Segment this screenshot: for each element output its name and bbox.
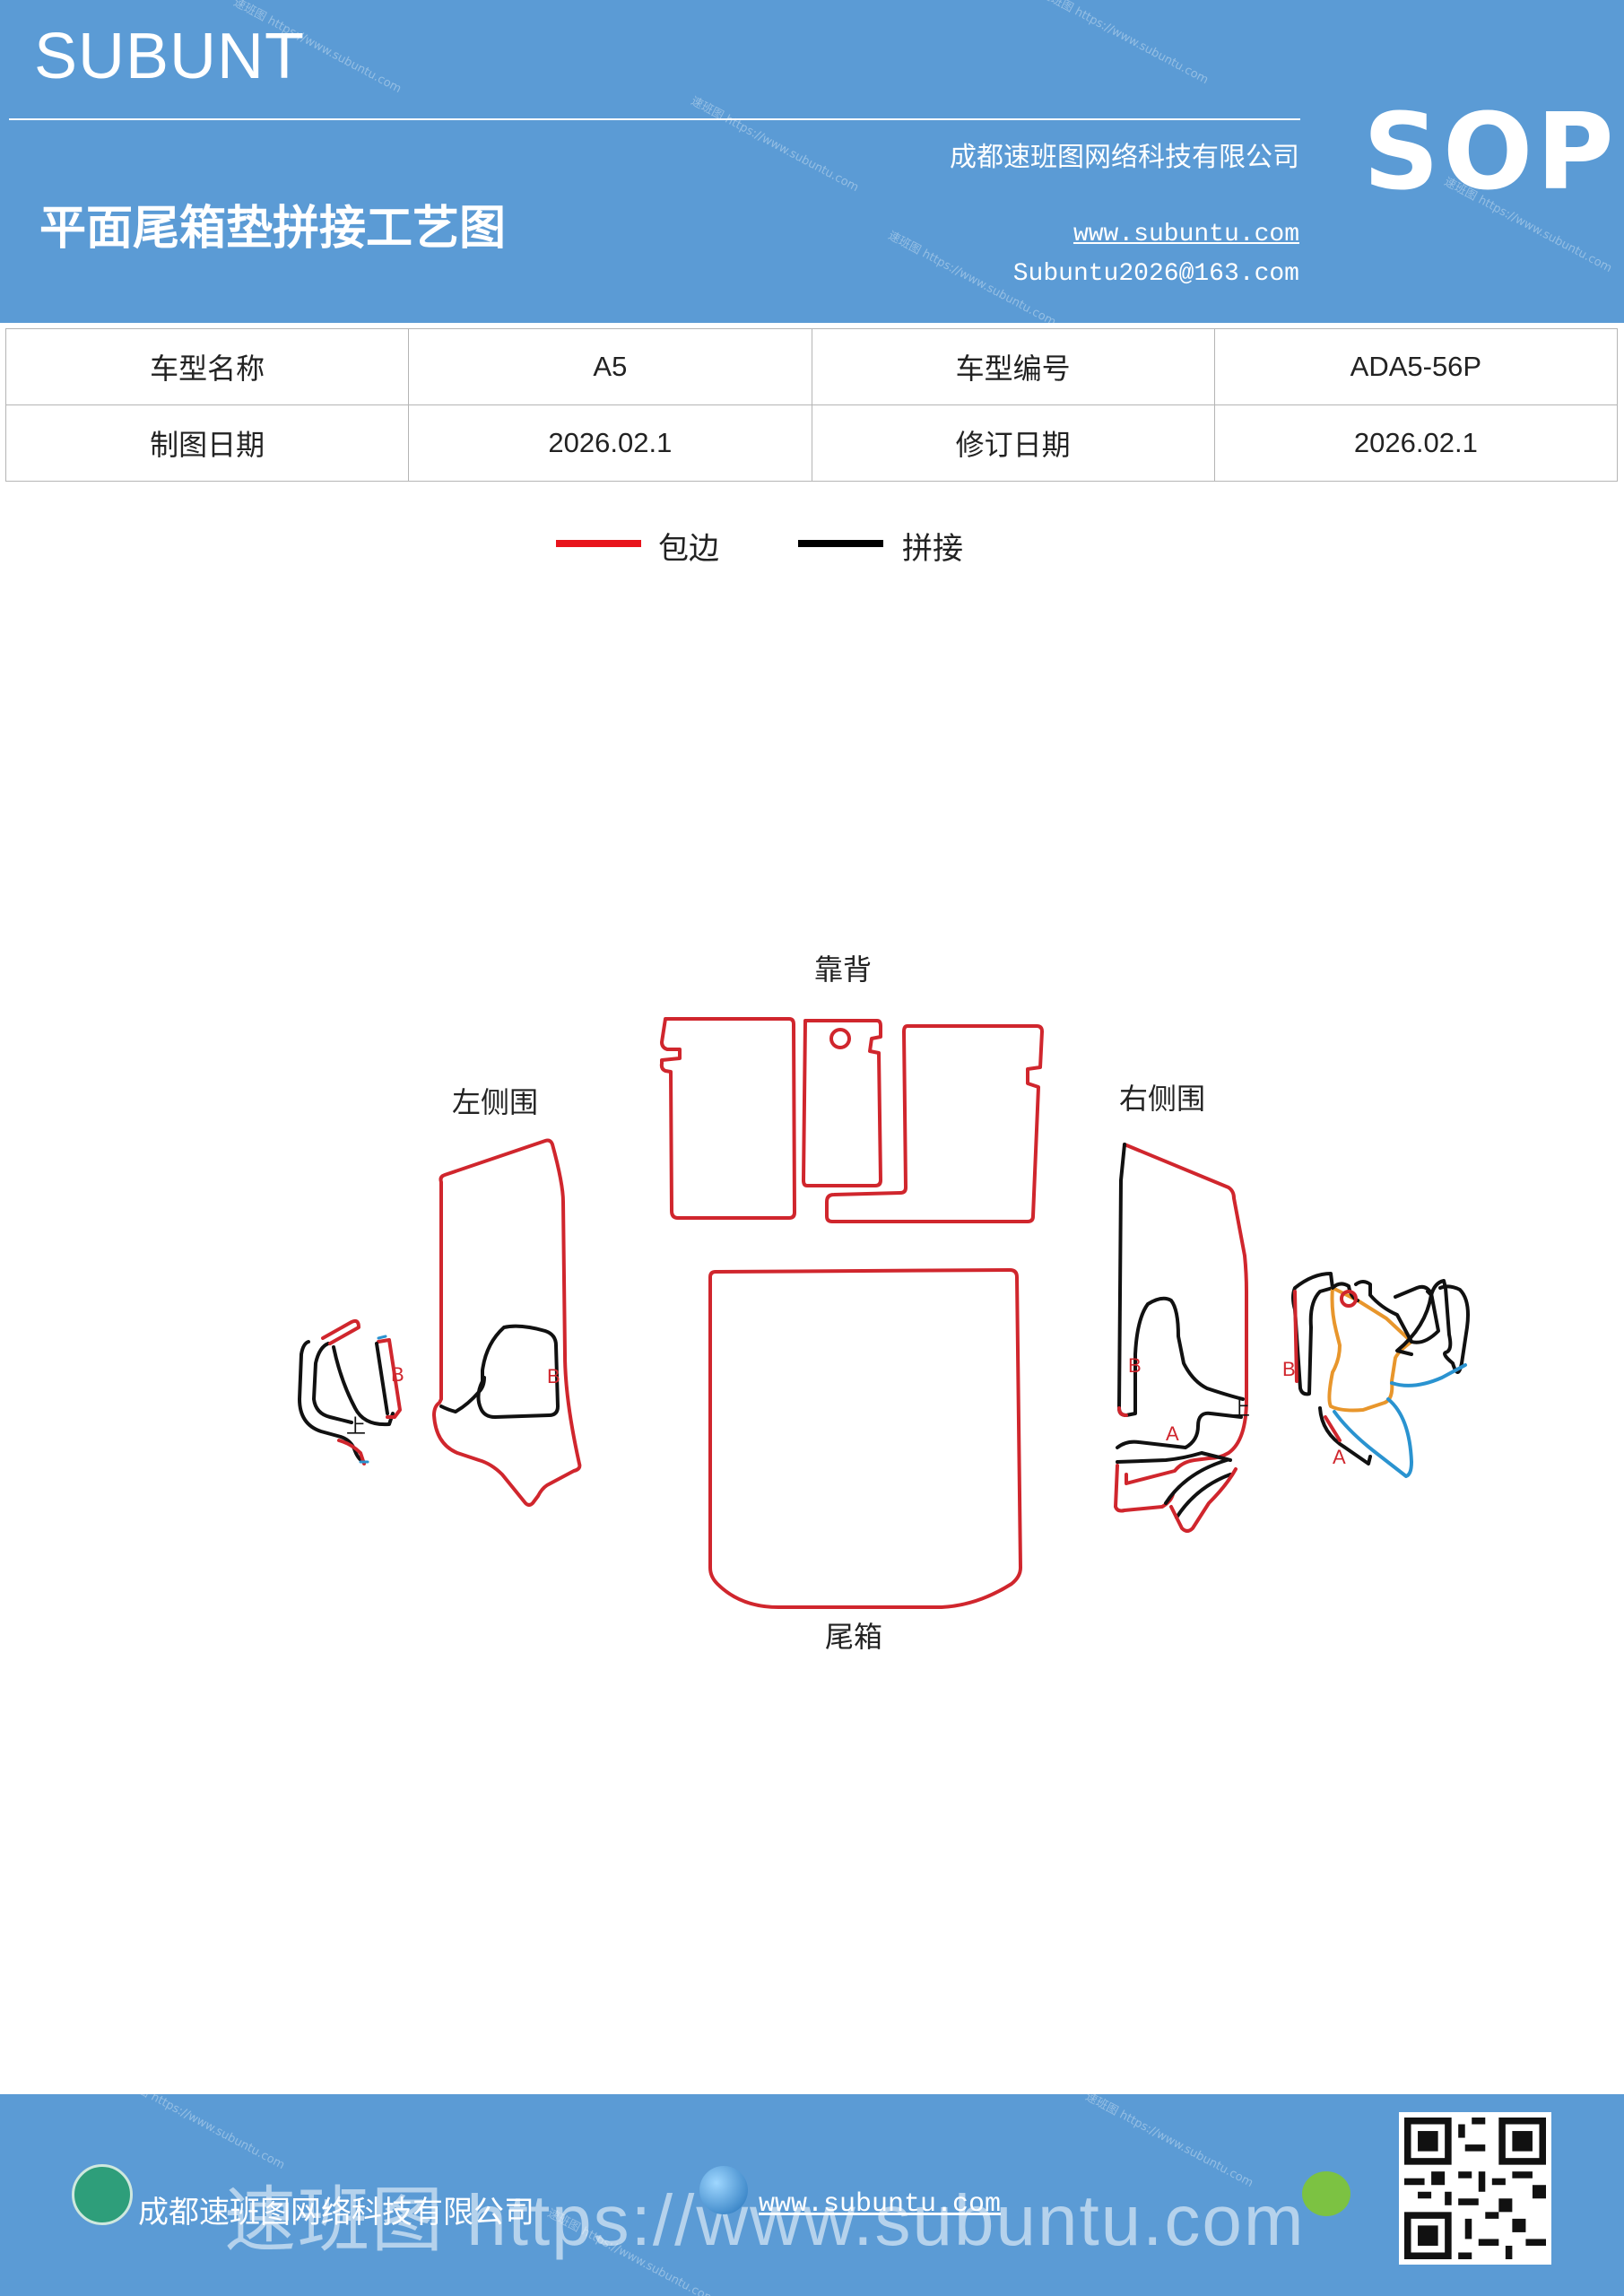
left-small-piece-inner	[312, 1342, 353, 1424]
watermark-text: 速班图 https://www.subuntu.com	[114, 2094, 287, 2173]
left-small-piece-edge-bottom	[337, 1439, 366, 1465]
left-side-main-panel	[432, 1138, 582, 1507]
table-cell-value: 2026.02.1	[408, 404, 812, 482]
legend-label-edge: 包边	[658, 531, 719, 567]
brand-logo-text: SUBUNT	[34, 21, 306, 92]
left-small-piece-strip	[332, 1345, 395, 1427]
table-cell-label: 车型名称	[4, 328, 410, 405]
globe-icon	[699, 2166, 748, 2214]
pattern-drawing: 靠背 尾箱 左侧围 B B 上 右侧围 B A	[298, 952, 1470, 1654]
left-small-strip-blue	[359, 1335, 387, 1464]
right-blue-seam-top	[1390, 1363, 1467, 1387]
document-title: 平面尾箱垫拼接工艺图	[39, 202, 507, 256]
table-cell-value: 2026.02.1	[1213, 404, 1619, 482]
header-divider	[9, 118, 1300, 120]
mark-b: B	[1282, 1358, 1296, 1380]
right-side-tail	[1169, 1467, 1238, 1533]
website-link[interactable]: www.subuntu.com	[1073, 221, 1299, 248]
right-black-piece	[1395, 1279, 1470, 1374]
trunk-floor-panel	[708, 1268, 1022, 1609]
wechat-icon	[1302, 2171, 1350, 2216]
left-side-cutout	[476, 1324, 560, 1419]
table-cell-value: ADA5-56P	[1213, 328, 1619, 405]
label-backrest: 靠背	[814, 952, 872, 987]
page-footer: 速班图 https://www.subuntu.com 速班图 https://…	[0, 2094, 1624, 2296]
right-orange-seam	[1331, 1280, 1440, 1344]
mark-b: B	[547, 1365, 560, 1387]
overlay-watermark: 速班图 https://www.subuntu.com	[224, 2180, 1306, 2260]
mark-up: 上	[1230, 1397, 1250, 1420]
backrest-left-panel	[659, 1017, 796, 1220]
right-side-lower-seam	[1116, 1411, 1243, 1449]
footer-website-link[interactable]: www.subuntu.com	[759, 2189, 1002, 2220]
right-small-strip	[1291, 1272, 1334, 1396]
table-cell-value: A5	[408, 328, 812, 405]
right-orange-hole	[1340, 1290, 1358, 1308]
legend-label-seam: 拼接	[902, 531, 963, 567]
left-small-strip-seam	[375, 1342, 389, 1415]
table-cell-label: 修订日期	[811, 404, 1215, 482]
mark-b: B	[1128, 1354, 1142, 1377]
qr-code-pattern	[1404, 2118, 1546, 2259]
watermark-text: 速班图 https://www.subuntu.com	[688, 94, 861, 196]
mark-a: A	[1333, 1446, 1346, 1468]
right-lower-black-piece	[1318, 1406, 1372, 1465]
left-small-strip-edge	[377, 1338, 402, 1419]
right-small-strip-edge	[1293, 1290, 1298, 1383]
right-blue-piece	[1333, 1397, 1413, 1478]
table-row: 车型名称 A5 车型编号 ADA5-56P	[4, 328, 1619, 405]
right-side-edge-join	[1117, 1406, 1128, 1417]
table-row: 制图日期 2026.02.1 修订日期 2026.02.1	[4, 404, 1619, 482]
legend-swatch-edge	[556, 540, 641, 547]
backrest-right-panel	[825, 1024, 1044, 1223]
mark-a: A	[1166, 1422, 1179, 1445]
table-cell-label: 车型编号	[811, 328, 1215, 405]
label-left-side: 左侧围	[452, 1085, 538, 1119]
company-name: 成都速班图网络科技有限公司	[950, 142, 1299, 173]
vehicle-info-table: 车型名称 A5 车型编号 ADA5-56P 制图日期 2026.02.1 修订日…	[4, 328, 1619, 482]
legend-swatch-seam	[798, 540, 883, 547]
right-side-lower-strip	[1116, 1451, 1232, 1464]
right-side-bottom-seam	[1164, 1458, 1232, 1519]
left-side-seam-arc	[439, 1376, 486, 1413]
backrest-hole	[829, 1028, 851, 1049]
label-right-side: 右侧围	[1119, 1082, 1205, 1116]
left-small-piece-outer	[298, 1340, 366, 1464]
page-header: 速班图 https://www.subuntu.com 速班图 https://…	[0, 0, 1624, 323]
sop-badge: SOP	[1363, 90, 1618, 213]
backrest-middle-panel	[802, 1019, 882, 1187]
left-small-piece-edge-top	[321, 1318, 360, 1345]
contact-email[interactable]: Subuntu2026@163.com	[1012, 260, 1299, 288]
right-side-main-panel	[1123, 1143, 1248, 1485]
label-trunk: 尾箱	[825, 1620, 882, 1654]
line-legend: 包边 拼接	[0, 524, 1624, 578]
table-cell-label: 制图日期	[4, 404, 410, 482]
qr-code	[1399, 2112, 1551, 2265]
mark-up: 上	[346, 1415, 366, 1438]
footer-company-name: 成都速班图网络科技有限公司	[138, 2195, 534, 2231]
building-icon	[72, 2164, 133, 2225]
right-lower-edge	[1324, 1415, 1342, 1442]
mark-b: B	[391, 1363, 404, 1386]
watermark-text: 速班图 https://www.subuntu.com	[1038, 0, 1211, 88]
